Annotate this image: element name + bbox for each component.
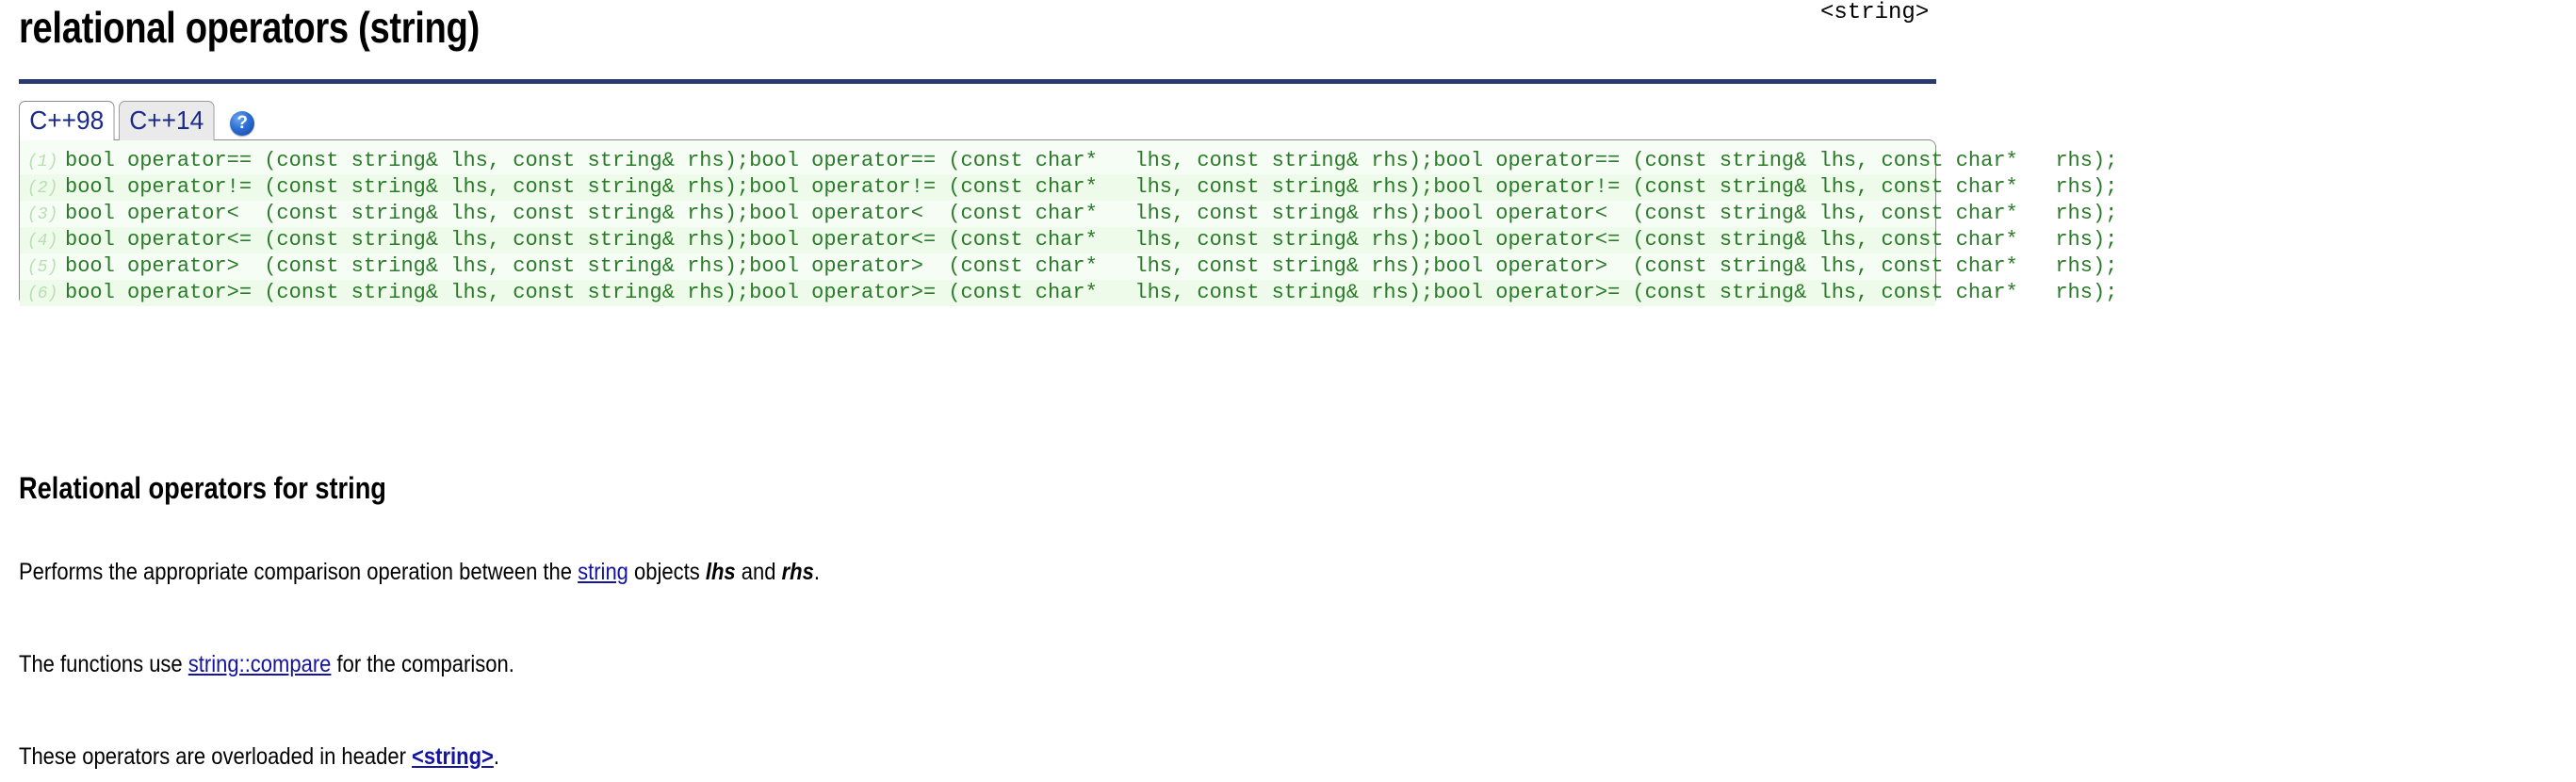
tab-cpp98[interactable]: C++98: [19, 101, 115, 140]
code-line-text: bool operator!= (const string& lhs, cons…: [65, 175, 2118, 199]
paragraph2-text-part1: The functions use: [19, 651, 188, 677]
description-paragraph-3: These operators are overloaded in header…: [19, 742, 499, 771]
signature-code-block: (1) bool operator== (const string& lhs, …: [19, 139, 2117, 306]
link-string[interactable]: string: [578, 559, 628, 585]
code-line-text: bool operator< (const string& lhs, const…: [65, 202, 2118, 225]
paragraph1-text-part3: and: [735, 559, 782, 585]
code-line-text: bool operator== (const string& lhs, cons…: [65, 149, 2118, 172]
code-row: (6) bool operator>= (const string& lhs, …: [20, 280, 2117, 306]
code-lines: (1) bool operator== (const string& lhs, …: [20, 140, 2117, 314]
code-line-text: bool operator>= (const string& lhs, cons…: [65, 281, 2118, 304]
link-string-header[interactable]: <string>: [412, 743, 494, 770]
help-icon[interactable]: ?: [230, 111, 255, 136]
version-tabs: C++98 C++14 ?: [19, 101, 255, 140]
param-rhs: rhs: [781, 559, 814, 585]
code-line-text: bool operator> (const string& lhs, const…: [65, 254, 2118, 278]
paragraph3-text-part1: These operators are overloaded in header: [19, 743, 413, 770]
paragraph3-text-part2: .: [493, 743, 499, 770]
code-row: (1) bool operator== (const string& lhs, …: [20, 148, 2117, 174]
description-paragraph-1: Performs the appropriate comparison oper…: [19, 558, 820, 586]
description-paragraph-2: The functions use string::compare for th…: [19, 650, 514, 678]
code-line-number: (6): [27, 285, 58, 303]
page-header: relational operators (string) <string>: [0, 0, 2576, 73]
link-string-compare[interactable]: string::compare: [187, 651, 332, 677]
param-lhs: lhs: [705, 559, 736, 585]
code-row: (5) bool operator> (const string& lhs, c…: [20, 253, 2117, 280]
tab-cpp14[interactable]: C++14: [119, 101, 215, 140]
code-line-text: bool operator<= (const string& lhs, cons…: [65, 228, 2118, 252]
code-line-number: (3): [27, 205, 58, 224]
paragraph2-text-part2: for the comparison.: [331, 651, 514, 677]
paragraph1-text-part1: Performs the appropriate comparison oper…: [19, 559, 579, 585]
code-line-number: (5): [27, 258, 58, 277]
code-line-number: (2): [27, 179, 58, 198]
page-title: relational operators (string): [19, 3, 480, 52]
paragraph1-text-part4: .: [813, 559, 820, 585]
code-row: (2) bool operator!= (const string& lhs, …: [20, 174, 2117, 201]
section-title: Relational operators for string: [19, 471, 386, 505]
paragraph1-text-part2: objects: [628, 559, 706, 585]
header-include-label: <string>: [1820, 0, 1930, 25]
code-line-number: (4): [27, 232, 58, 251]
code-line-number: (1): [27, 153, 58, 171]
title-divider: [19, 79, 1936, 84]
code-row: (3) bool operator< (const string& lhs, c…: [20, 201, 2117, 227]
code-row: (4) bool operator<= (const string& lhs, …: [20, 227, 2117, 253]
